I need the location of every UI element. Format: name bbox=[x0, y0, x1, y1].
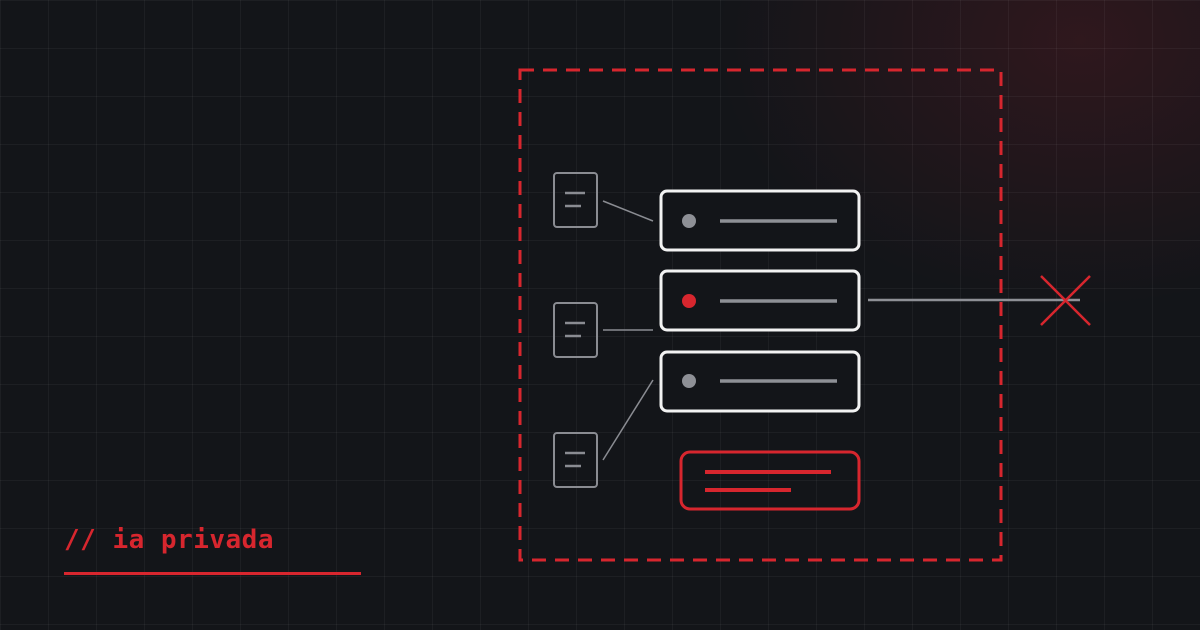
connector-line bbox=[602, 379, 654, 461]
private-boundary bbox=[518, 68, 1003, 562]
output-block bbox=[679, 450, 861, 511]
status-dot-active bbox=[682, 294, 696, 308]
data-card bbox=[659, 189, 861, 252]
document-icon bbox=[553, 172, 598, 228]
connector-line bbox=[602, 200, 654, 222]
status-dot bbox=[682, 374, 696, 388]
close-x-icon bbox=[1040, 275, 1091, 326]
document-icon bbox=[553, 302, 598, 358]
caption-underline bbox=[64, 572, 361, 575]
data-card-active bbox=[659, 269, 861, 332]
status-dot bbox=[682, 214, 696, 228]
data-card bbox=[659, 350, 861, 413]
document-icon bbox=[553, 432, 598, 488]
caption-label: // ia privada bbox=[64, 525, 274, 555]
